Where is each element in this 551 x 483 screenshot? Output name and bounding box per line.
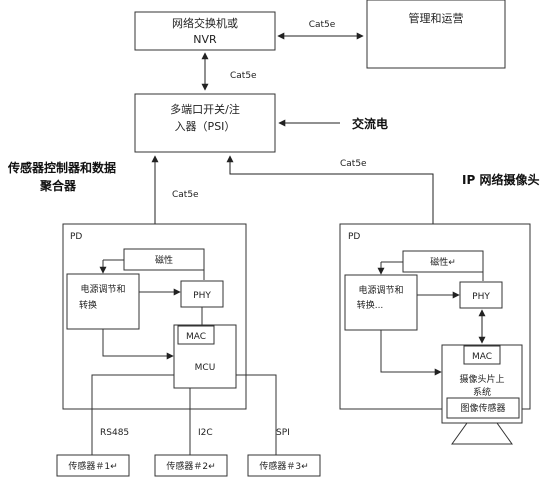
switch-nvr-label-1: 网络交换机或 xyxy=(172,16,238,30)
right-mac-box xyxy=(463,345,501,365)
psi-right-cable-label: Cat5e xyxy=(340,159,367,169)
management-label: 管理和运营 xyxy=(409,11,464,25)
image-sensor-label: 图像传感器 xyxy=(460,402,505,414)
sensor-controller-title-1: 传感器控制器和数据 xyxy=(7,160,116,175)
sensor-controller-title-2: 聚合器 xyxy=(39,178,77,193)
ip-camera-title: IP 网络摄像头 xyxy=(462,172,539,187)
left-power-to-mcu xyxy=(102,329,174,360)
psi-box xyxy=(134,93,276,153)
rs485-bus-line xyxy=(91,374,174,455)
sensor-2-label: 传感器＃2↵ xyxy=(166,460,215,472)
camera-lens-shape xyxy=(451,422,513,445)
i2c-label: I2C xyxy=(198,428,213,438)
left-phy-box xyxy=(180,280,224,308)
left-power-box xyxy=(66,273,140,330)
left-power-label-1: 电源调节和 xyxy=(80,283,125,295)
right-magnetics-label: 磁性↵ xyxy=(430,256,456,268)
psi-right-pd-arrow xyxy=(226,155,437,247)
sensor-1-box xyxy=(56,454,130,477)
right-power-box xyxy=(344,274,418,331)
left-mcu-label: MCU xyxy=(195,363,216,373)
psi-label-2: 入器（PSI） xyxy=(175,120,236,133)
left-power-label-2: 转换 xyxy=(79,299,97,311)
left-magnetics-label: 磁性 xyxy=(155,254,173,266)
spi-bus-line xyxy=(236,374,277,455)
right-pd-label: PD xyxy=(348,232,360,242)
right-power-label-1: 电源调节和 xyxy=(358,284,403,296)
psi-label-1: 多端口开关/注 xyxy=(170,102,240,116)
sensor-2-box xyxy=(154,454,228,477)
left-pd-label: PD xyxy=(70,232,82,242)
camera-soc-label-1: 摄像头片上 xyxy=(459,373,504,385)
management-box xyxy=(366,0,506,69)
sensor-3-box xyxy=(247,454,321,477)
right-phy-label: PHY xyxy=(472,292,490,302)
ac-power-label: 交流电 xyxy=(352,116,388,131)
right-power-to-soc xyxy=(380,330,442,376)
switch-nvr-box xyxy=(134,11,276,51)
right-mac-label: MAC xyxy=(472,352,492,362)
switch-psi-cable-label: Cat5e xyxy=(230,71,257,81)
left-mac-label: MAC xyxy=(186,332,206,342)
spi-label: SPI xyxy=(276,428,290,438)
switch-nvr-label-2: NVR xyxy=(193,33,217,46)
right-phy-box xyxy=(459,281,503,309)
left-phy-label: PHY xyxy=(193,291,211,301)
sensor-1-label: 传感器＃1↵ xyxy=(68,460,117,472)
right-power-label-2: 转换... xyxy=(357,299,384,311)
camera-soc-label-2: 系统 xyxy=(473,386,491,398)
left-mac-box xyxy=(177,325,215,345)
image-sensor-box xyxy=(446,397,520,419)
psi-left-cable-label: Cat5e xyxy=(172,190,199,200)
rs485-label: RS485 xyxy=(100,428,129,438)
sensor-3-label: 传感器＃3↵ xyxy=(259,460,308,472)
top-link-cable-label: Cat5e xyxy=(309,20,336,30)
